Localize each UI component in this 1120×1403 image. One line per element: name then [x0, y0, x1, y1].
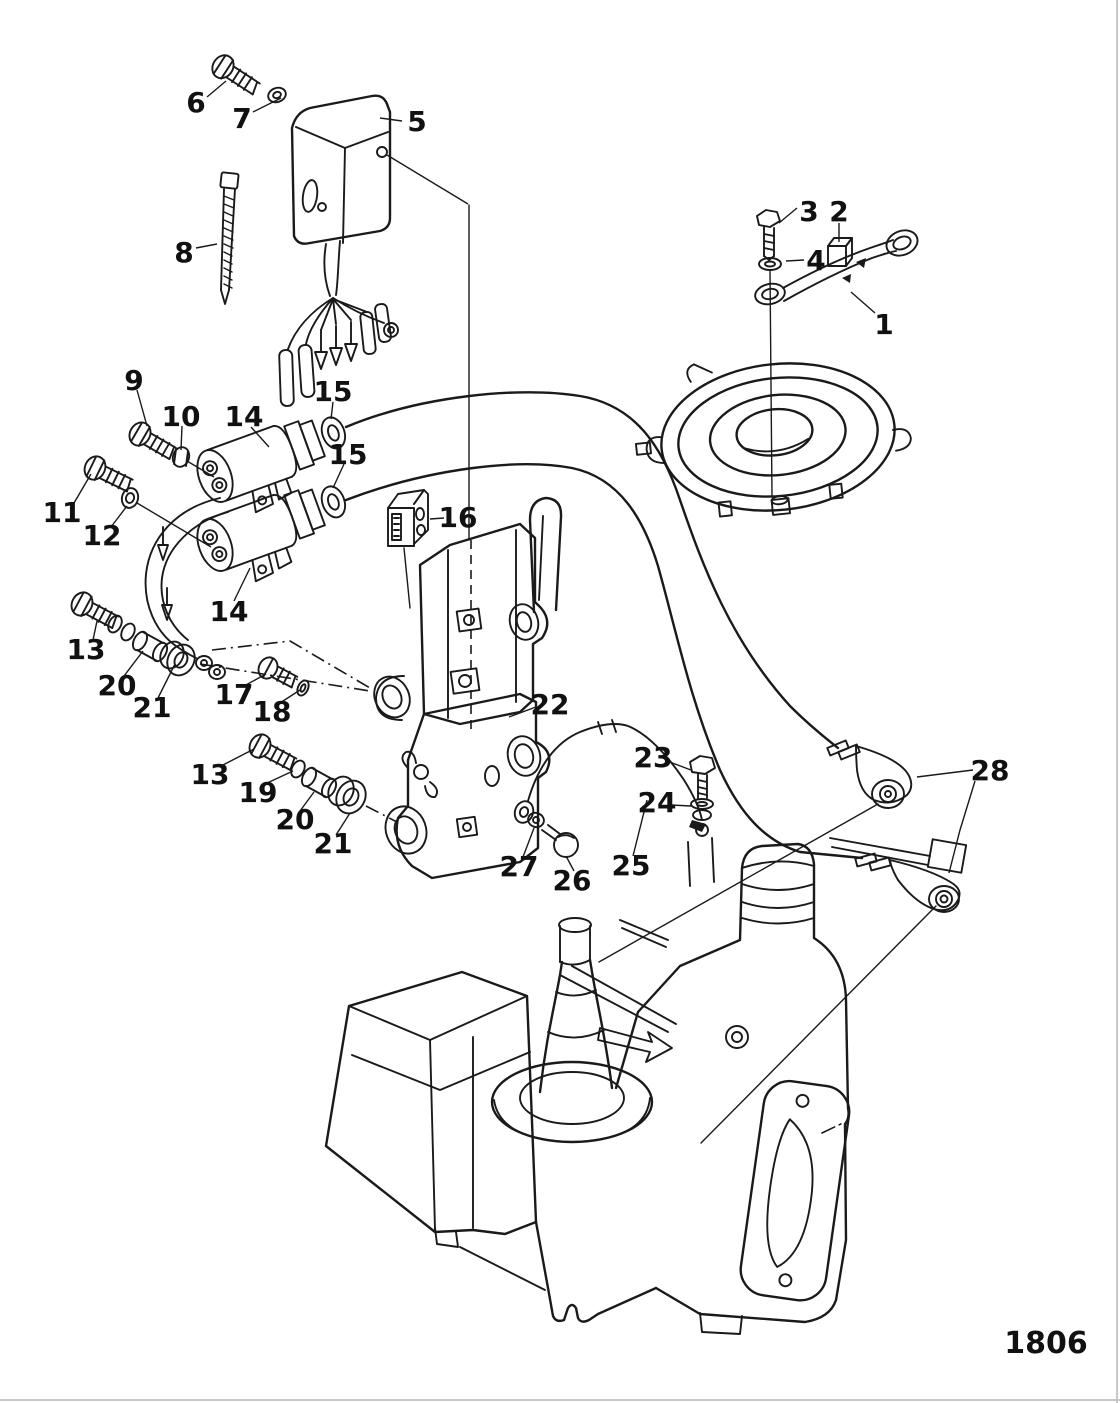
callout-20-a: 20: [98, 669, 137, 702]
callout-13-b: 13: [191, 758, 230, 791]
callout-leaders: [73, 80, 976, 874]
mount-axis-lower: [365, 805, 398, 823]
callout-7: 7: [232, 102, 251, 135]
callout-14-a: 14: [225, 400, 264, 433]
bolt-6: [211, 54, 261, 96]
cable-tie-8: [219, 171, 240, 305]
callout-2: 2: [829, 195, 848, 228]
callout-5: 5: [407, 105, 426, 138]
spacer-20-upper: [131, 630, 169, 663]
nut-10-axis: [186, 460, 215, 478]
washers-13-upper: [107, 614, 136, 642]
bolt-13-lower: [248, 733, 298, 771]
stator-plate: [634, 362, 912, 518]
callout-3: 3: [799, 195, 818, 228]
callout-14-b: 14: [210, 595, 249, 628]
washers-24: [690, 798, 714, 821]
bolt-3-axis: [769, 270, 773, 498]
screw-17: [257, 656, 299, 689]
harness-wires: [287, 240, 385, 350]
bolt-26: [541, 824, 579, 858]
bolt-3: [756, 209, 781, 261]
bolt-13-upper: [70, 591, 120, 629]
spark-plug-boot-upper: [598, 739, 913, 963]
washer-7: [267, 86, 287, 104]
mount-axis-upper: [199, 663, 371, 692]
switch-box-mount-axis: [386, 154, 472, 735]
callout-28: 28: [971, 754, 1010, 787]
bolt-11: [83, 455, 134, 493]
spark-plug-boot-lower: [700, 852, 961, 1144]
callout-18: 18: [253, 695, 292, 728]
callout-13-a: 13: [67, 633, 106, 666]
harness-terminals: [278, 303, 399, 407]
callout-17: 17: [215, 678, 254, 711]
callout-12: 12: [83, 519, 122, 552]
washer-27: [527, 811, 545, 829]
nut-10: [171, 446, 191, 468]
callout-labels: 6 7 5 8 3 2 4 1 9 10 14 15 15 11 12 14 1…: [43, 86, 1010, 897]
bolt-23: [689, 755, 716, 799]
mount-boss-23: [687, 837, 715, 887]
callout-9: 9: [124, 364, 143, 397]
callout-24: 24: [638, 786, 677, 819]
callout-11: 11: [43, 496, 82, 529]
callout-26: 26: [553, 864, 592, 897]
mount-axis-17: [211, 640, 371, 689]
coil-lead-wires: [144, 497, 229, 680]
callout-15-b: 15: [329, 438, 368, 471]
callout-15-a: 15: [314, 375, 353, 408]
washer-12: [120, 487, 140, 509]
spark-plug-wire-upper: [344, 391, 840, 750]
locating-pins: [157, 526, 173, 621]
callout-10: 10: [162, 400, 201, 433]
washer-19: [290, 759, 306, 779]
ground-strap-1: [754, 229, 919, 306]
spark-plug-wire-lower: [344, 463, 864, 860]
engine-block: [324, 837, 968, 1335]
switch-box: [290, 94, 392, 245]
callout-21-b: 21: [314, 827, 353, 860]
callout-20-b: 20: [276, 803, 315, 836]
ground-wire-25: [513, 719, 709, 837]
callout-22: 22: [531, 688, 570, 721]
callout-21-a: 21: [133, 691, 172, 724]
washer-18: [296, 679, 310, 697]
grommet-21-lower: [327, 775, 367, 815]
callout-1: 1: [874, 308, 893, 341]
washer-12-axis: [136, 502, 212, 548]
grommet-21-upper: [159, 640, 196, 677]
electrical-bracket-22: [373, 496, 563, 880]
bolt-9: [128, 421, 177, 461]
callout-23: 23: [634, 741, 673, 774]
spacer-20-lower: [300, 766, 338, 799]
connector-block-2: [827, 237, 853, 267]
callout-27: 27: [500, 850, 539, 883]
callout-6: 6: [186, 86, 205, 119]
ignition-coil-lower: [196, 485, 347, 583]
callout-8: 8: [174, 236, 193, 269]
washer-4: [758, 257, 782, 271]
page-number: 1806: [1004, 1326, 1088, 1361]
callout-25: 25: [612, 849, 651, 882]
callout-4: 4: [806, 244, 825, 277]
connector-16: [387, 489, 429, 609]
callout-19: 19: [239, 776, 278, 809]
callout-16: 16: [439, 501, 478, 534]
